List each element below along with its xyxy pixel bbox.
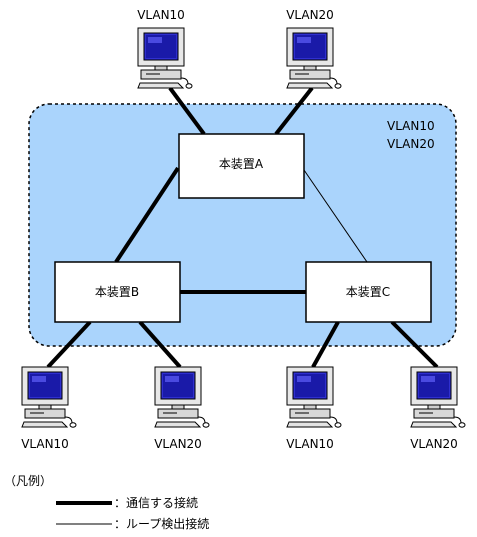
link-pc-a1 <box>168 86 206 136</box>
link-c-pc1 <box>311 321 340 368</box>
device-c-box <box>305 261 432 323</box>
link-b-pc2 <box>138 320 182 369</box>
pc-top-right-label: VLAN20 <box>286 8 334 22</box>
legend-comm-label: ：通信する接続 <box>114 496 199 510</box>
pc-b-right-icon <box>154 366 210 428</box>
link-a-b <box>114 166 180 264</box>
device-b-label: 本装置B <box>94 285 140 299</box>
communication-links <box>46 86 439 369</box>
device-a-label: 本装置A <box>218 157 264 171</box>
pc-top-left-label: VLAN10 <box>137 8 185 22</box>
link-pc-a2 <box>274 86 314 136</box>
domain-vlan-label-2: VLAN20 <box>387 137 435 151</box>
legend-title: （凡例） <box>4 474 53 488</box>
pc-c-right-label: VLAN20 <box>410 437 458 451</box>
device-a-box <box>178 133 305 199</box>
pc-top-left-icon <box>137 27 193 89</box>
link-c-pc2 <box>390 320 439 369</box>
domain-vlan-label-1: VLAN10 <box>387 119 435 133</box>
pc-b-left-icon <box>21 366 77 428</box>
link-a-c-loop <box>303 169 368 263</box>
pc-top-right-icon <box>286 27 342 89</box>
device-b-box <box>54 261 181 323</box>
pc-c-right-icon <box>410 366 466 428</box>
device-c-label: 本装置C <box>345 285 391 299</box>
pc-c-left-icon <box>286 366 342 428</box>
legend-loop-label: ：ループ検出接続 <box>114 517 210 531</box>
pc-b-right-label: VLAN20 <box>154 437 202 451</box>
pc-c-left-label: VLAN10 <box>286 437 334 451</box>
pc-b-left-label: VLAN10 <box>21 437 69 451</box>
link-b-pc1 <box>46 320 92 369</box>
